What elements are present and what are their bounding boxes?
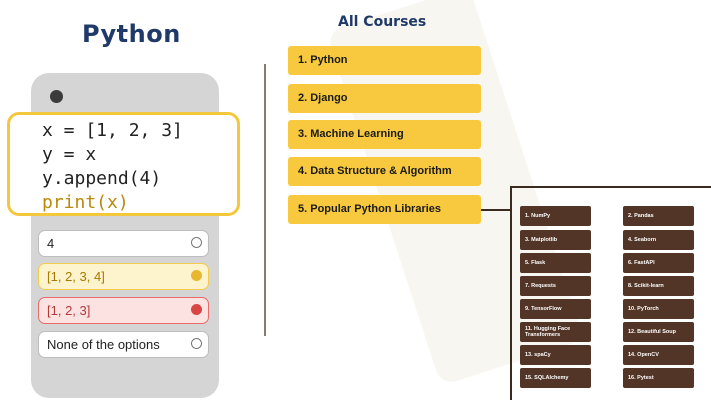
course-item-machine-learning[interactable]: 3. Machine Learning — [288, 120, 481, 149]
answer-label: None of the options — [47, 337, 160, 352]
library-item[interactable]: 7. Requests — [520, 276, 591, 296]
course-item-python-libraries[interactable]: 5. Popular Python Libraries — [288, 195, 481, 224]
library-item[interactable]: 12. Beautiful Soup — [623, 322, 694, 342]
library-item[interactable]: 15. SQLAlchemy — [520, 368, 591, 388]
answer-option-1[interactable]: 4 — [38, 230, 209, 257]
camera-dot-icon — [50, 90, 63, 103]
library-item[interactable]: 5. Flask — [520, 253, 591, 273]
code-line: y = x — [42, 144, 97, 165]
code-line: y.append(4) — [42, 168, 162, 189]
answer-label: [1, 2, 3, 4] — [47, 269, 105, 284]
radio-wrong-icon — [191, 304, 202, 315]
code-line: print(x) — [42, 192, 129, 213]
library-item[interactable]: 4. Seaborn — [623, 230, 694, 250]
library-item[interactable]: 13. spaCy — [520, 345, 591, 365]
course-item-dsa[interactable]: 4. Data Structure & Algorithm — [288, 157, 481, 186]
library-item[interactable]: 3. Matplotlib — [520, 230, 591, 250]
radio-selected-icon — [191, 270, 202, 281]
library-item[interactable]: 14. OpenCV — [623, 345, 694, 365]
library-item[interactable]: 6. FastAPI — [623, 253, 694, 273]
page-title: Python — [82, 20, 181, 48]
library-item[interactable]: 11. Hugging Face Transformers — [520, 322, 591, 342]
answer-label: 4 — [47, 236, 55, 251]
course-item-django[interactable]: 2. Django — [288, 84, 481, 113]
answer-label: [1, 2, 3] — [47, 303, 91, 318]
radio-icon — [191, 237, 202, 248]
library-item[interactable]: 9. TensorFlow — [520, 299, 591, 319]
library-item[interactable]: 8. Scikit-learn — [623, 276, 694, 296]
courses-title: All Courses — [338, 14, 427, 30]
radio-icon — [191, 338, 202, 349]
library-item[interactable]: 10. PyTorch — [623, 299, 694, 319]
library-item[interactable]: 2. Pandas — [623, 206, 694, 226]
vertical-divider — [264, 64, 266, 336]
library-item[interactable]: 16. Pytest — [623, 368, 694, 388]
course-item-python[interactable]: 1. Python — [288, 46, 481, 75]
code-snippet: x = [1, 2, 3] y = x y.append(4) print(x) — [7, 112, 240, 216]
connector-line — [510, 186, 512, 400]
code-line: x = [1, 2, 3] — [42, 120, 183, 141]
answer-option-2[interactable]: [1, 2, 3, 4] — [38, 263, 209, 290]
connector-line — [510, 186, 711, 188]
answer-option-3[interactable]: [1, 2, 3] — [38, 297, 209, 324]
library-item[interactable]: 1. NumPy — [520, 206, 591, 226]
answer-option-4[interactable]: None of the options — [38, 331, 209, 358]
connector-line — [481, 209, 511, 211]
